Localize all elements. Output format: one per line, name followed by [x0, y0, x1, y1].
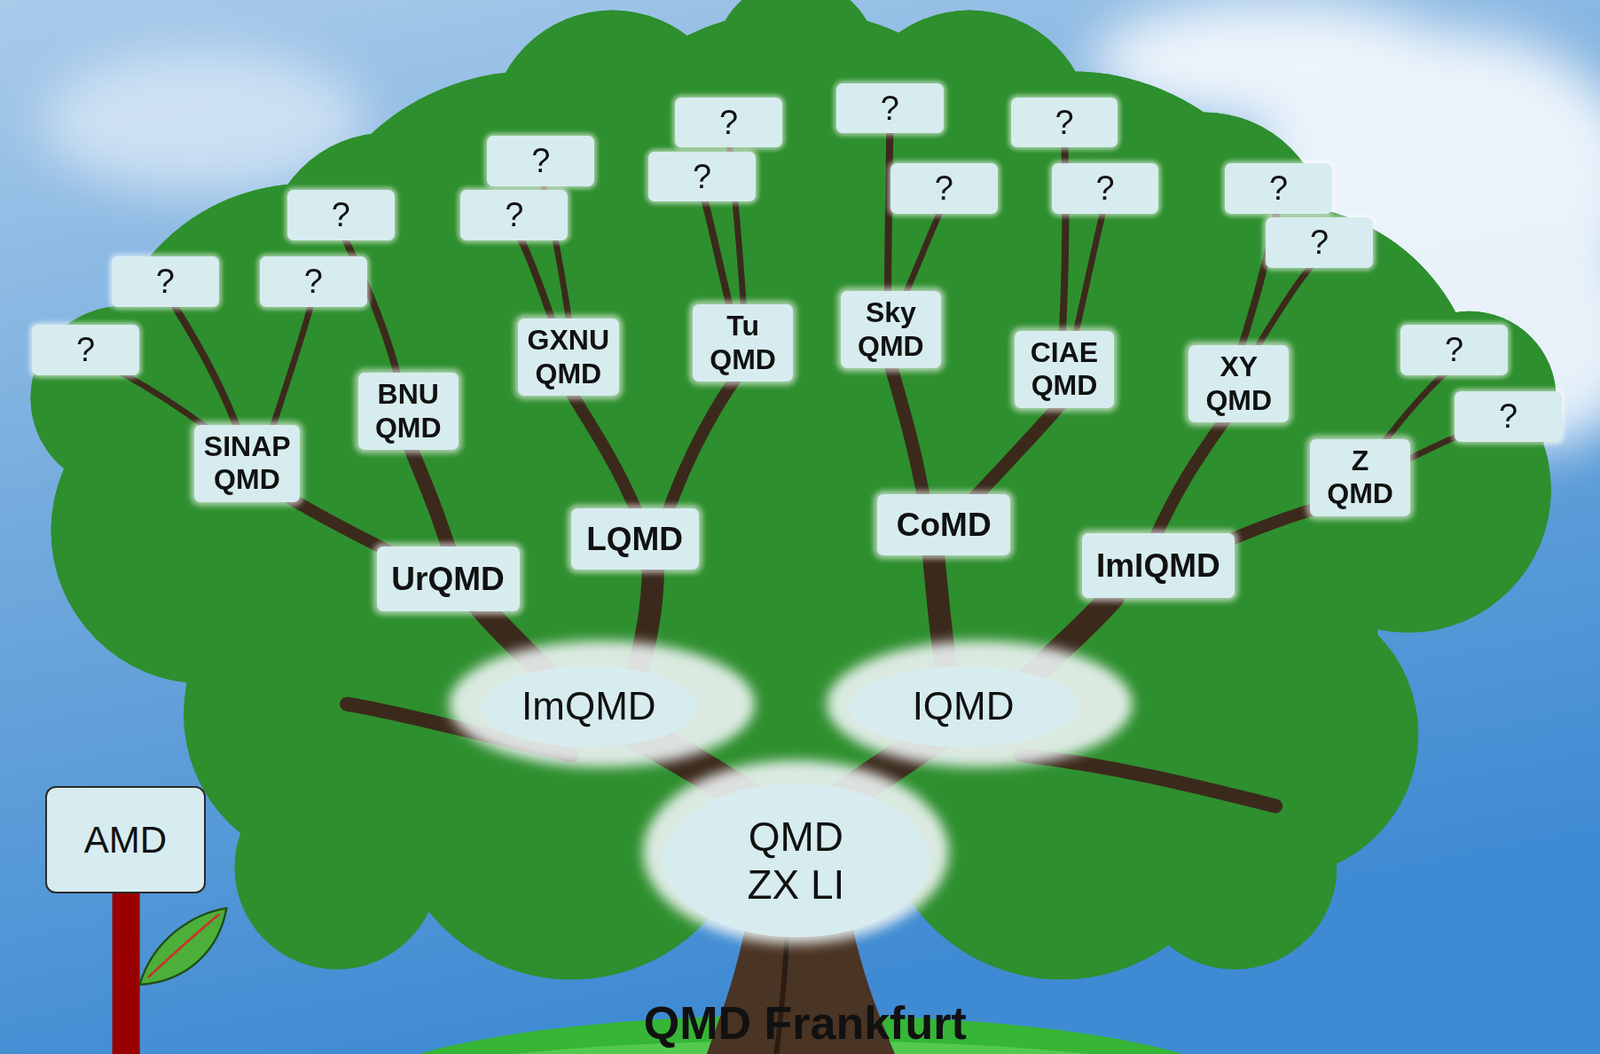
model-name: ? — [504, 195, 524, 236]
branches — [92, 122, 1509, 816]
model-name: BNU QMD — [375, 377, 442, 446]
model-name: ? — [880, 88, 900, 129]
label-plates — [448, 640, 1133, 944]
model-name: IQMD — [912, 682, 1015, 730]
model-box: XY QMD — [1188, 345, 1289, 424]
model-name: ? — [934, 168, 954, 209]
ellipse-shape — [662, 783, 930, 937]
model-name: LQMD — [586, 519, 683, 559]
tree-title: QMD Frankfurt — [643, 996, 967, 1050]
unknown-model-box: ? — [486, 135, 595, 187]
model-name: UrQMD — [391, 559, 504, 599]
model-name: ? — [156, 261, 175, 302]
unknown-model-box: ? — [259, 256, 368, 307]
unknown-model-box: ? — [1454, 391, 1562, 442]
ellipse-outline — [662, 783, 930, 937]
model-name: GXNU QMD — [527, 323, 610, 392]
sign-box: AMD — [45, 785, 206, 894]
model-name: ? — [1095, 168, 1114, 209]
sign-post — [112, 890, 141, 1054]
unknown-model-box: ? — [1265, 217, 1373, 268]
model-name: XY QMD — [1205, 350, 1272, 418]
model-name: SINAP QMD — [203, 430, 291, 498]
unknown-model-box: ? — [1224, 163, 1333, 214]
sprout-leaf — [140, 908, 228, 985]
model-name: ? — [1444, 329, 1464, 370]
model-name: ? — [76, 329, 95, 370]
ellipse-shape — [848, 666, 1079, 747]
model-box: Tu QMD — [692, 304, 793, 383]
model-box: SINAP QMD — [194, 424, 300, 503]
model-name: Tu QMD — [709, 309, 777, 377]
foliage — [31, 0, 1557, 980]
unknown-model-box: ? — [648, 151, 756, 203]
model-name: ImIQMD — [1096, 546, 1221, 586]
model-name: ? — [304, 261, 323, 302]
unknown-model-box: ? — [836, 83, 944, 134]
model-name: ImQMD — [521, 682, 657, 730]
ellipse-shape — [480, 666, 698, 747]
foliage-texture — [31, 0, 1557, 980]
model-name: QMD ZX LI — [729, 812, 863, 910]
model-box: ImIQMD — [1082, 533, 1236, 599]
model-name: ? — [1269, 168, 1288, 209]
leaf-vein — [148, 913, 220, 977]
model-name: AMD — [84, 817, 167, 863]
unknown-model-box: ? — [111, 256, 220, 307]
model-name: ? — [1309, 222, 1329, 263]
model-box: UrQMD — [376, 546, 520, 612]
unknown-model-box: ? — [1400, 324, 1508, 376]
model-name: Sky QMD — [857, 296, 925, 364]
unknown-model-box: ? — [460, 189, 568, 241]
model-name: CIAE QMD — [1030, 336, 1099, 404]
unknown-model-box: ? — [287, 189, 395, 241]
model-name: ? — [331, 195, 351, 236]
model-ellipse: IQMD — [848, 666, 1079, 747]
model-name: ? — [692, 156, 712, 197]
model-name: CoMD — [896, 505, 992, 545]
unknown-model-box: ? — [1051, 163, 1160, 214]
model-name: ? — [719, 102, 738, 143]
model-box: BNU QMD — [358, 372, 459, 451]
model-ellipse: ImQMD — [480, 666, 698, 747]
model-name: ? — [1054, 102, 1074, 143]
unknown-model-box: ? — [674, 97, 783, 149]
model-box: GXNU QMD — [517, 318, 620, 397]
model-ellipse: QMD ZX LI — [662, 783, 930, 937]
unknown-model-box: ? — [890, 163, 998, 214]
unknown-model-box: ? — [1011, 97, 1119, 149]
model-box: Z QMD — [1309, 439, 1411, 518]
model-box: LQMD — [571, 508, 699, 570]
model-name: ? — [531, 141, 550, 181]
model-box: CoMD — [877, 494, 1011, 556]
model-box: Sky QMD — [840, 290, 942, 369]
model-box: CIAE QMD — [1014, 330, 1115, 409]
model-name: ? — [1498, 396, 1518, 437]
unknown-model-box: ? — [31, 324, 140, 376]
model-name: Z QMD — [1326, 444, 1394, 512]
